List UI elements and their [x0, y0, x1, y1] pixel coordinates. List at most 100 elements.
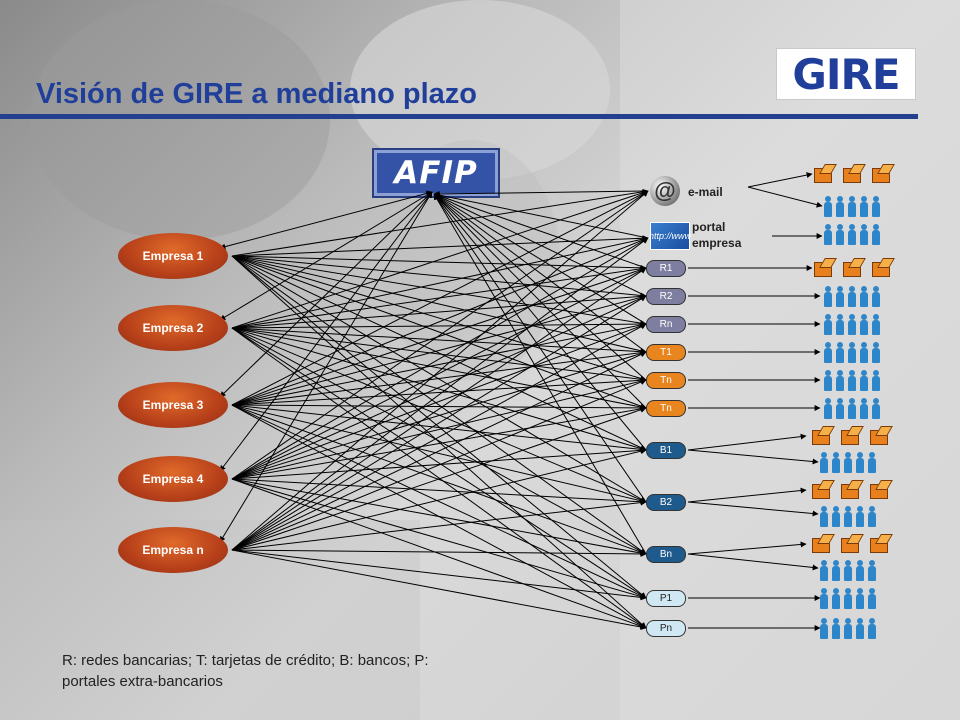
link-afip-to-empresa-1	[219, 190, 433, 250]
link-channel-to-clients-12	[687, 487, 807, 503]
link-channel-to-clients-10	[687, 433, 807, 451]
link-channel-8-to-afip	[433, 193, 647, 409]
empresa-node-2: Empresa 2	[118, 305, 228, 351]
people-group-icon	[824, 342, 880, 364]
people-group-icon	[820, 588, 876, 610]
link-channel-5-to-afip	[433, 193, 647, 325]
company-box-icon	[841, 480, 864, 499]
empresa-label: Empresa 1	[142, 249, 204, 263]
empresa-label: Empresa 4	[142, 472, 204, 486]
link-empresa-5-to-channel-3	[231, 267, 647, 551]
person-icon	[832, 588, 840, 610]
person-icon	[860, 314, 868, 336]
people-group-icon	[820, 452, 876, 474]
company-box-icon	[870, 480, 893, 499]
link-channel-to-clients-11	[687, 449, 819, 465]
empresa-label: Empresa n	[142, 543, 204, 557]
company-box-icon	[841, 534, 864, 553]
person-icon	[856, 452, 864, 474]
company-group-icon	[812, 480, 895, 499]
person-icon	[872, 286, 880, 308]
person-icon	[844, 452, 852, 474]
person-icon	[820, 588, 828, 610]
person-icon	[860, 224, 868, 246]
link-empresa-4-to-channel-1	[231, 190, 649, 480]
person-icon	[856, 618, 864, 640]
channel-node-p1: P1	[646, 590, 686, 607]
company-box-icon	[872, 258, 895, 277]
empresa-label: Empresa 3	[142, 398, 204, 412]
at-sign-icon: @	[650, 176, 680, 206]
person-icon	[860, 370, 868, 392]
afip-logo: AFIP	[374, 150, 498, 196]
link-empresa-5-to-channel-12	[231, 549, 647, 601]
link-empresa-1-to-channel-6	[231, 255, 647, 354]
company-box-icon	[843, 258, 866, 277]
company-group-icon	[814, 258, 897, 277]
person-icon	[860, 286, 868, 308]
gire-logo: GIRE	[776, 48, 916, 100]
person-icon	[836, 314, 844, 336]
person-icon	[856, 560, 864, 582]
people-group-icon	[824, 314, 880, 336]
link-channel-6-to-afip	[433, 193, 647, 353]
company-box-icon	[812, 534, 835, 553]
person-icon	[860, 342, 868, 364]
empresa-label: Empresa 2	[142, 321, 204, 335]
link-channel-10-to-afip	[433, 193, 647, 503]
person-icon	[820, 506, 828, 528]
channel-node-t1: T1	[646, 344, 686, 361]
empresa-node-1: Empresa 1	[118, 233, 228, 279]
link-channel-to-clients-15	[687, 553, 819, 571]
person-icon	[832, 618, 840, 640]
company-group-icon	[812, 534, 895, 553]
company-box-icon	[870, 534, 893, 553]
link-empresa-1-to-channel-9	[231, 255, 647, 451]
person-icon	[848, 224, 856, 246]
link-channel-2-to-afip	[433, 192, 649, 239]
person-icon	[832, 452, 840, 474]
people-group-icon	[820, 618, 876, 640]
channel-node-r1: R1	[646, 260, 686, 277]
person-icon	[848, 398, 856, 420]
person-icon	[824, 314, 832, 336]
company-box-icon	[841, 426, 864, 445]
company-box-icon	[870, 426, 893, 445]
people-group-icon	[820, 506, 876, 528]
company-box-icon	[812, 426, 835, 445]
link-channel-1-to-afip	[433, 190, 649, 197]
channel-node-pn: Pn	[646, 620, 686, 637]
legend-text: R: redes bancarias; T: tarjetas de crédi…	[62, 652, 429, 690]
people-group-icon	[824, 370, 880, 392]
link-channel-4-to-afip	[433, 193, 647, 297]
link-channel-to-clients-13	[687, 501, 819, 517]
empresa-node-4: Empresa 4	[118, 456, 228, 502]
person-icon	[836, 342, 844, 364]
person-icon	[820, 618, 828, 640]
company-group-icon	[812, 426, 895, 445]
person-icon	[848, 286, 856, 308]
person-icon	[836, 370, 844, 392]
person-icon	[848, 342, 856, 364]
channel-node-b2: B2	[646, 494, 686, 511]
person-icon	[824, 196, 832, 218]
person-icon	[820, 560, 828, 582]
person-icon	[844, 560, 852, 582]
person-icon	[868, 506, 876, 528]
person-icon	[844, 618, 852, 640]
empresa-node-n: Empresa n	[118, 527, 228, 573]
company-box-icon	[843, 164, 866, 183]
person-icon	[868, 560, 876, 582]
people-group-icon	[820, 560, 876, 582]
channel-node-rn: Rn	[646, 316, 686, 333]
person-icon	[824, 224, 832, 246]
empresa-node-3: Empresa 3	[118, 382, 228, 428]
web-browser-icon: http://www	[649, 222, 691, 250]
people-group-icon	[824, 398, 880, 420]
person-icon	[872, 196, 880, 218]
people-group-icon	[824, 286, 880, 308]
company-group-icon	[814, 164, 897, 183]
link-empresa-3-to-channel-6	[231, 349, 647, 406]
person-icon	[836, 286, 844, 308]
